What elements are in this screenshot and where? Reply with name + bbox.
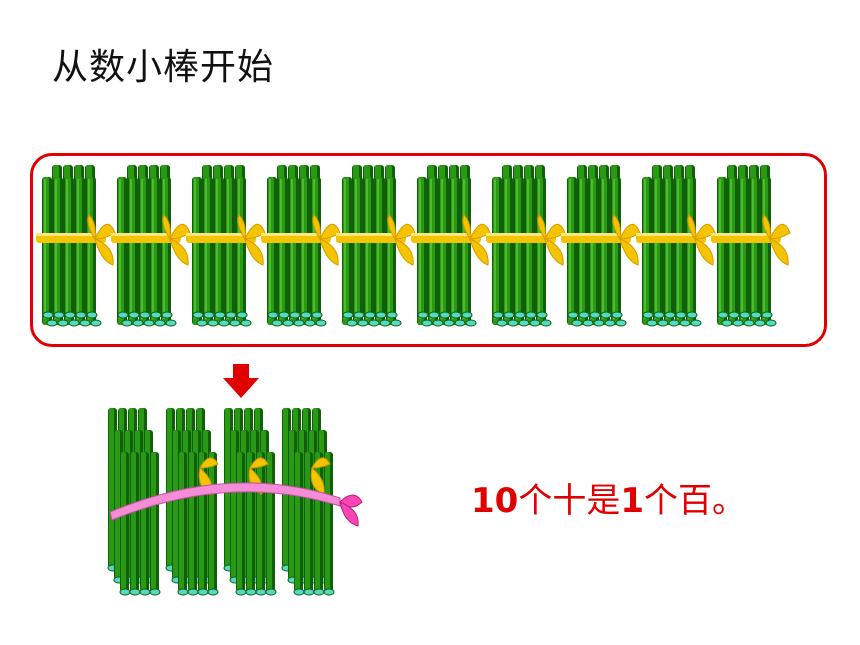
stick-bundle — [636, 165, 716, 327]
statement-number-one: 1 — [620, 481, 644, 521]
stick-bundle — [261, 165, 341, 327]
page-title: 从数小棒开始 — [52, 47, 275, 88]
pink-ribbon — [109, 482, 341, 521]
hundred-sticks-bundle — [107, 408, 363, 596]
stick-bundle — [111, 165, 191, 327]
statement-text-b: 个百。 — [644, 481, 746, 521]
stick-bundle — [336, 165, 416, 327]
down-arrow-icon — [223, 364, 259, 398]
yellow-bow-icon — [310, 457, 331, 495]
ten-stick-group — [119, 452, 161, 596]
stick-bundle — [411, 165, 491, 327]
stick-bundle — [186, 165, 266, 327]
stick-bundle — [486, 165, 566, 327]
pink-bow-icon — [339, 494, 363, 527]
ten-stick-group — [177, 452, 219, 596]
ten-tens-statement: 10个十是1个百。 — [471, 484, 746, 518]
stick-bundle — [561, 165, 641, 327]
stick-bundle — [36, 165, 116, 327]
stick-bundle — [711, 165, 791, 327]
statement-number-ten: 10 — [471, 481, 519, 521]
statement-text-a: 个十是 — [518, 481, 621, 521]
